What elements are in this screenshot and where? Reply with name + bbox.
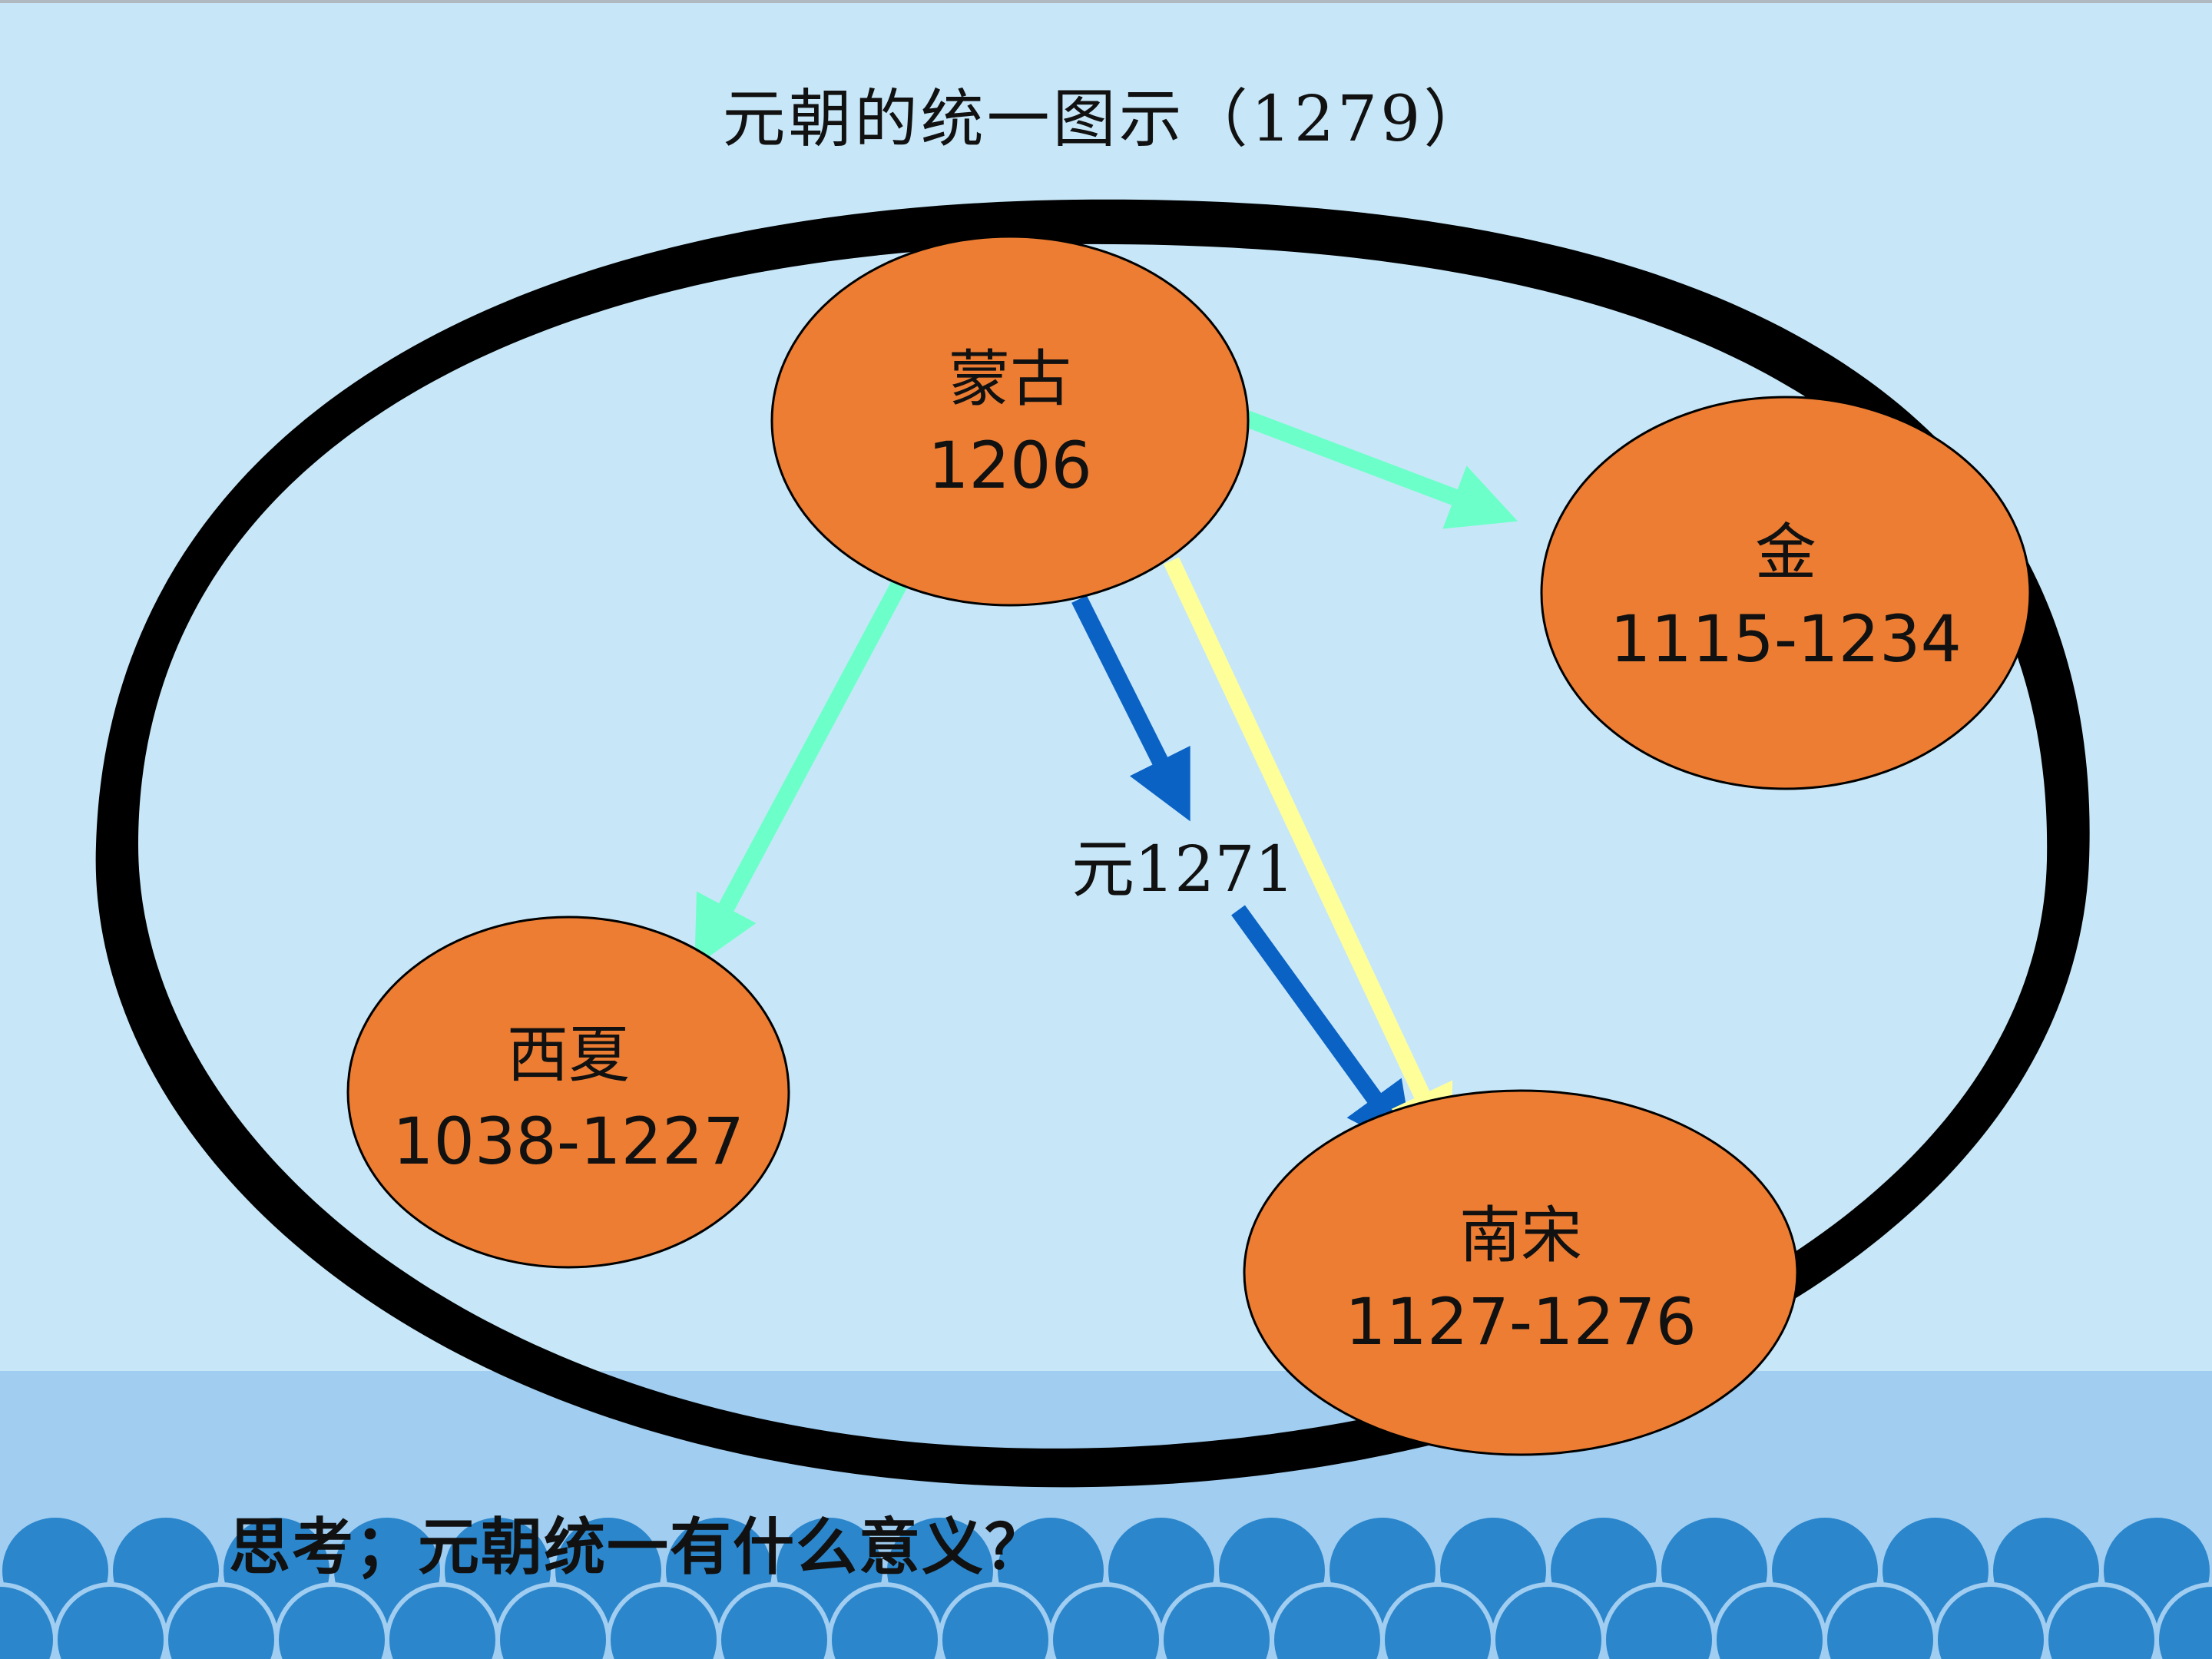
- southern-song-name: 南宋: [1459, 1200, 1582, 1271]
- diagram-title: 元朝的统一图示（1279）: [722, 83, 1490, 156]
- xixia-label: 西夏 1038-1227: [369, 1012, 768, 1184]
- node-southern-song: [1243, 1089, 1799, 1456]
- jin-name: 金: [1755, 517, 1816, 588]
- xixia-name: 西夏: [507, 1019, 630, 1091]
- arrow-yuan-to-southern-song: [1231, 905, 1414, 1153]
- mongol-name: 蒙古: [949, 343, 1071, 415]
- yuan-label: 元1271: [1071, 833, 1295, 906]
- wave-pattern: [0, 1513, 2212, 1659]
- mongol-year: 1206: [928, 428, 1092, 503]
- node-xixia: [346, 916, 790, 1269]
- southern-song-year: 1127-1276: [1345, 1284, 1697, 1359]
- arrow-mongol-to-xixia: [694, 574, 910, 967]
- arrow-mongol-to-southern-song: [1164, 557, 1453, 1156]
- node-jin: [1540, 396, 2032, 790]
- jin-label: 金 1115-1234: [1571, 510, 2001, 682]
- arrow-mongol-to-jin: [1240, 409, 1518, 529]
- top-border: [0, 0, 2212, 3]
- mongol-label: 蒙古 1206: [856, 336, 1164, 508]
- node-mongol: [770, 235, 1250, 607]
- wave-scallop: [2154, 1582, 2212, 1659]
- jin-year: 1115-1234: [1610, 601, 1962, 677]
- discussion-question: 思考；元朝统一有什么意义？: [229, 1511, 1048, 1583]
- southern-song-label: 南宋 1127-1276: [1306, 1193, 1736, 1365]
- xixia-year: 1038-1227: [392, 1104, 744, 1179]
- arrow-mongol-to-yuan: [1071, 595, 1190, 822]
